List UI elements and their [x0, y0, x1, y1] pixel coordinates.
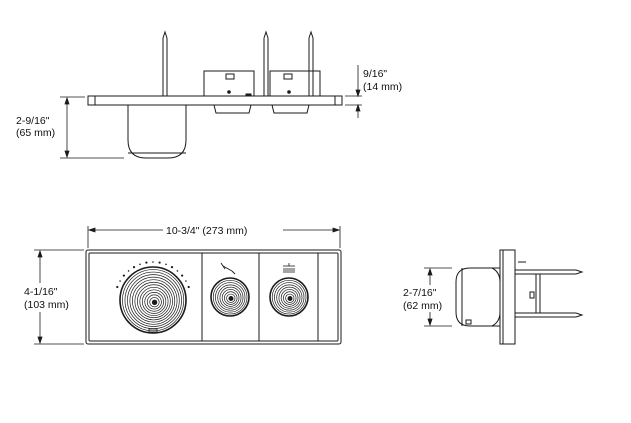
- scale-dot: [132, 265, 136, 269]
- top-view: [87, 30, 343, 159]
- knob-ring: [226, 293, 236, 303]
- handshower-icon: [220, 262, 236, 275]
- dim-height-front-metric: (103 mm): [24, 299, 69, 311]
- knob-center: [287, 296, 293, 301]
- knob-ring: [285, 293, 295, 303]
- dim-width: [87, 226, 341, 248]
- knob-ring: [141, 289, 167, 314]
- knob-ring: [217, 284, 244, 311]
- scale-dot: [152, 261, 154, 263]
- scale-dot: [116, 285, 119, 289]
- knob-ring: [146, 294, 162, 310]
- scale-dot: [187, 285, 190, 289]
- scale-dot: [158, 261, 161, 264]
- scale-dot: [165, 263, 167, 266]
- knob-ring: [219, 286, 242, 309]
- side-view: [455, 249, 584, 345]
- trim-plate: [87, 95, 343, 106]
- dim-height-side-metric: (65 mm): [16, 127, 55, 139]
- front-view: [85, 249, 342, 345]
- dim-width-text: 10-3/4" (273 mm): [166, 225, 247, 237]
- scale-dot: [139, 263, 141, 266]
- knob-ring: [119, 266, 187, 334]
- valve-body-right: [269, 70, 321, 97]
- dim-depth-top-imperial: 9/16": [363, 68, 387, 80]
- knob-ring: [271, 279, 307, 315]
- knob-ring: [122, 269, 185, 332]
- knob-ring: [149, 297, 160, 308]
- knob-ring: [221, 289, 240, 307]
- valve-body-left: [203, 70, 255, 97]
- scale-dot: [185, 280, 187, 282]
- showerhead-icon: [283, 263, 295, 273]
- thermostatic-dial[interactable]: [119, 266, 187, 334]
- temperature-scale-dots: [116, 261, 190, 289]
- dim-height-side: [60, 96, 124, 159]
- front-plate: [85, 249, 342, 345]
- knob-ring: [274, 282, 305, 313]
- knob-ring: [134, 281, 173, 321]
- knob-ring: [215, 282, 246, 313]
- dim-height-front: [34, 249, 84, 345]
- knob-ring: [139, 286, 169, 316]
- scale-dot: [127, 270, 130, 272]
- knob-ring: [132, 279, 176, 323]
- knob-center: [228, 296, 234, 301]
- dim-depth-top: [345, 65, 362, 118]
- dim-depth-top-metric: (14 mm): [363, 81, 402, 93]
- knob-ring: [210, 277, 250, 317]
- knob-ring: [212, 279, 248, 315]
- knob-ring: [129, 276, 178, 325]
- knob-ring: [224, 291, 238, 305]
- scale-dot: [122, 274, 125, 277]
- side-knob: [455, 267, 500, 327]
- scale-dot: [145, 261, 148, 264]
- knob-ring: [144, 292, 164, 312]
- showerhead-volume-knob[interactable]: [269, 277, 309, 317]
- knob-ring: [269, 277, 309, 317]
- dim-depth-side-metric: (62 mm): [403, 300, 442, 312]
- scale-dot: [119, 280, 121, 282]
- knob-ring: [283, 291, 297, 305]
- dim-depth-side: [424, 267, 452, 327]
- top-view-main-knob: [127, 105, 187, 159]
- side-plate: [499, 249, 516, 345]
- scale-dot: [176, 270, 179, 272]
- knob-ring: [276, 284, 303, 311]
- knob-ring: [278, 286, 301, 309]
- knob-ring: [127, 274, 180, 327]
- scale-dot: [181, 274, 184, 277]
- handshower-volume-knob[interactable]: [210, 277, 250, 317]
- dim-depth-side-imperial: 2-7/16": [403, 287, 437, 299]
- dim-height-front-imperial: 4-1/16": [24, 286, 58, 298]
- dial-notch: [148, 328, 158, 333]
- dim-height-side-imperial: 2-9/16": [16, 115, 50, 127]
- knob-ring: [280, 289, 299, 307]
- knob-ring: [136, 284, 171, 319]
- knob-center: [152, 300, 157, 305]
- scale-dot: [170, 265, 174, 269]
